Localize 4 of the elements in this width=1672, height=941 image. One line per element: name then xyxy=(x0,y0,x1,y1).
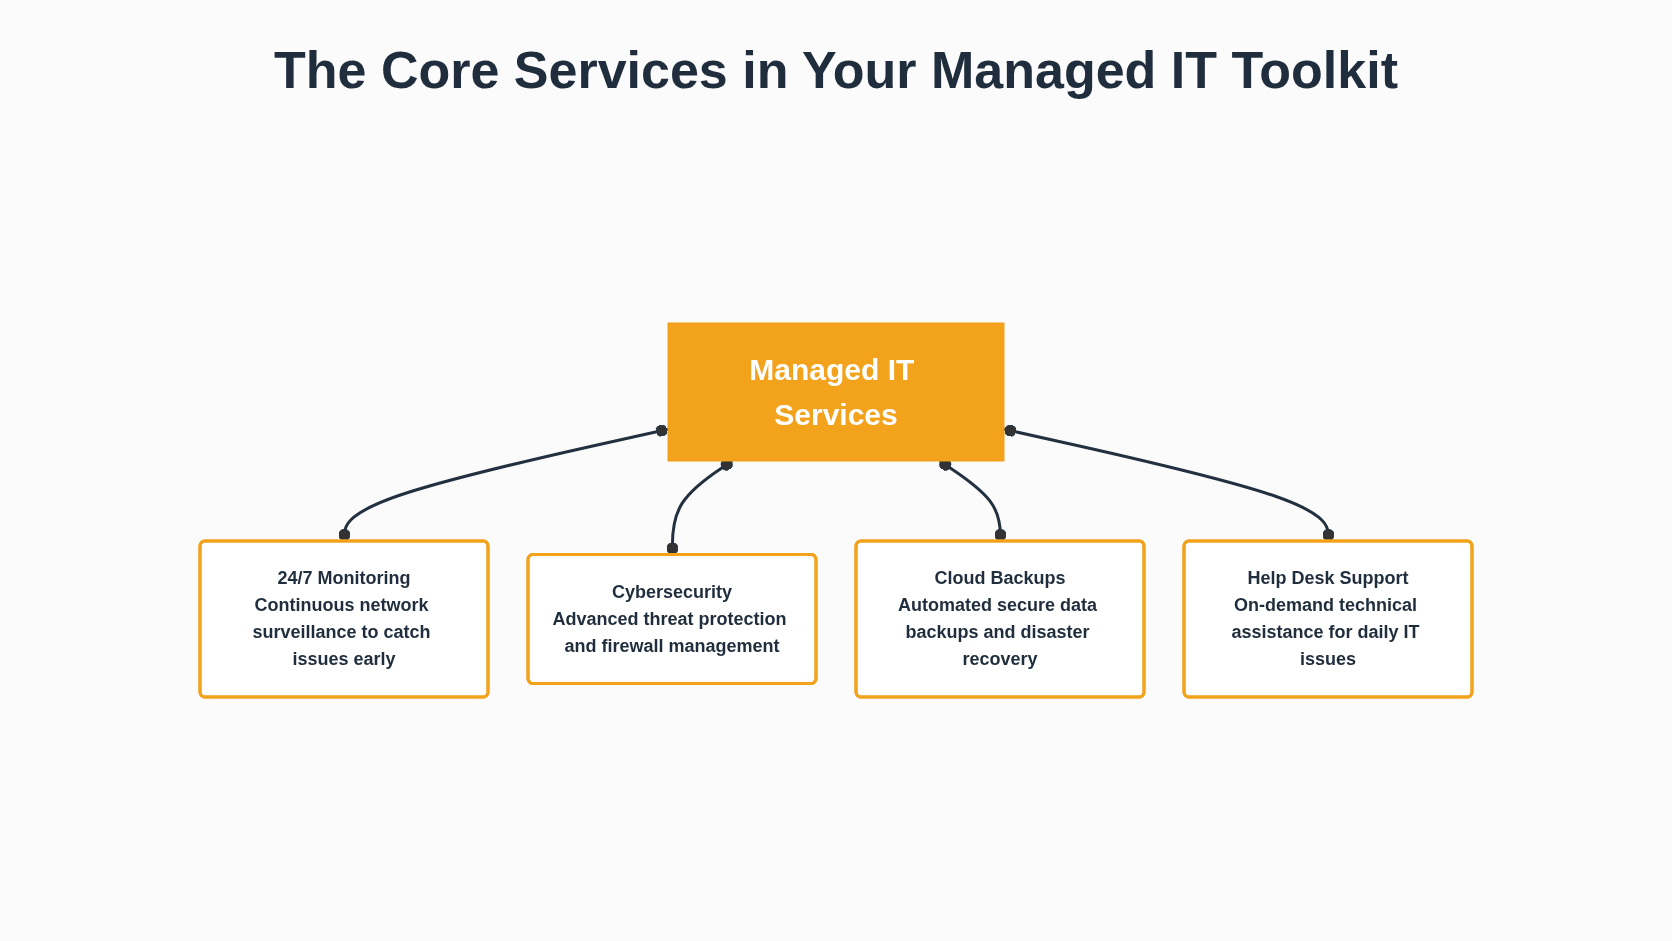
title: The Core Services in Your Managed IT Toolkit xyxy=(273,40,1399,100)
node-box: Managed IT Services xyxy=(667,322,1005,462)
connector xyxy=(1003,424,1335,542)
connector xyxy=(338,424,669,542)
